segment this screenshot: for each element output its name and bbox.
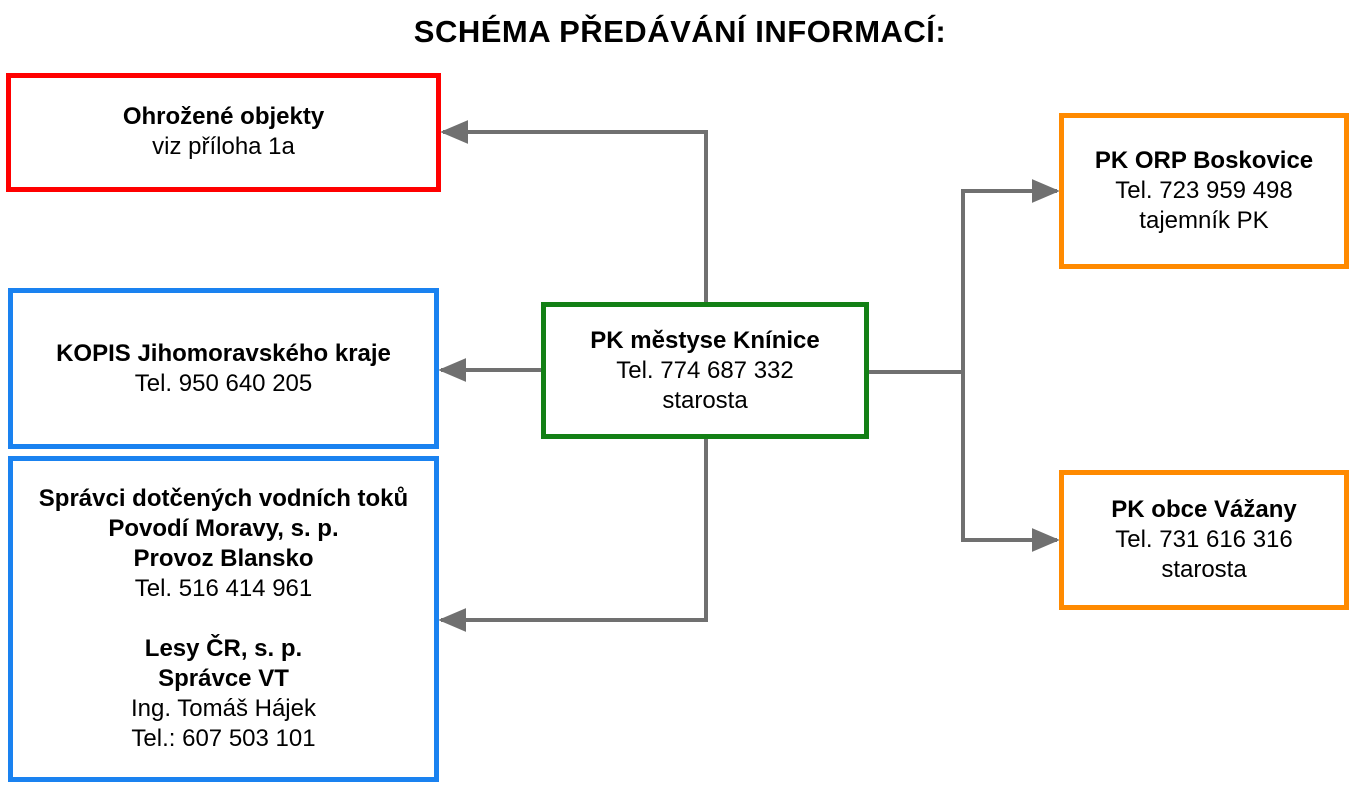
- center-role: starosta: [662, 386, 748, 414]
- kopis-name: KOPIS Jihomoravského kraje: [56, 339, 391, 367]
- lesy-cr-name: Lesy ČR, s. p.: [144, 635, 303, 662]
- kopis-phone: Tel. 950 640 205: [134, 369, 313, 397]
- kopis-box: KOPIS Jihomoravského kraje Tel. 950 640 …: [8, 288, 439, 449]
- lesy-cr-unit: Správce VT: [158, 665, 289, 692]
- povodi-moravy-name: Povodí Moravy, s. p.: [108, 515, 339, 542]
- threatened-objects-box: Ohrožené objekty viz příloha 1a: [6, 73, 441, 192]
- river-administrators-box: Správci dotčených vodních toků Povodí Mo…: [8, 456, 439, 782]
- center-name: PK městyse Knínice: [590, 326, 820, 354]
- vazany-role: starosta: [1161, 556, 1247, 583]
- vazany-name: PK obce Vážany: [1111, 496, 1297, 523]
- arrow-to-river-administrators: [438, 439, 708, 632]
- threatened-objects-name: Ohrožené objekty: [122, 103, 325, 130]
- arrow-to-threatened-objects: [440, 120, 708, 302]
- vazany-phone: Tel. 731 616 316: [1115, 526, 1293, 553]
- center-knince-box: PK městyse Knínice Tel. 774 687 332 star…: [541, 302, 869, 439]
- orp-role: tajemník PK: [1139, 207, 1269, 234]
- threatened-objects-detail: viz příloha 1a: [152, 133, 295, 160]
- obec-vazany-box: PK obce Vážany Tel. 731 616 316 starosta: [1059, 470, 1349, 610]
- orp-boskovice-box: PK ORP Boskovice Tel. 723 959 498 tajemn…: [1059, 113, 1349, 269]
- orp-name: PK ORP Boskovice: [1094, 147, 1314, 174]
- diagram-title: SCHÉMA PŘEDÁVÁNÍ INFORMACÍ:: [413, 14, 947, 49]
- arrow-to-orp-boskovice: [869, 179, 1060, 374]
- lesy-cr-person: Ing. Tomáš Hájek: [131, 695, 316, 722]
- center-phone: Tel. 774 687 332: [616, 356, 794, 384]
- arrow-to-obec-vazany: [961, 372, 1060, 552]
- river-administrators-heading: Správci dotčených vodních toků: [38, 485, 409, 512]
- povodi-moravy-unit: Provoz Blansko: [133, 545, 314, 572]
- povodi-moravy-phone: Tel. 516 414 961: [134, 575, 313, 602]
- orp-phone: Tel. 723 959 498: [1115, 177, 1293, 204]
- lesy-cr-phone: Tel.: 607 503 101: [131, 725, 316, 752]
